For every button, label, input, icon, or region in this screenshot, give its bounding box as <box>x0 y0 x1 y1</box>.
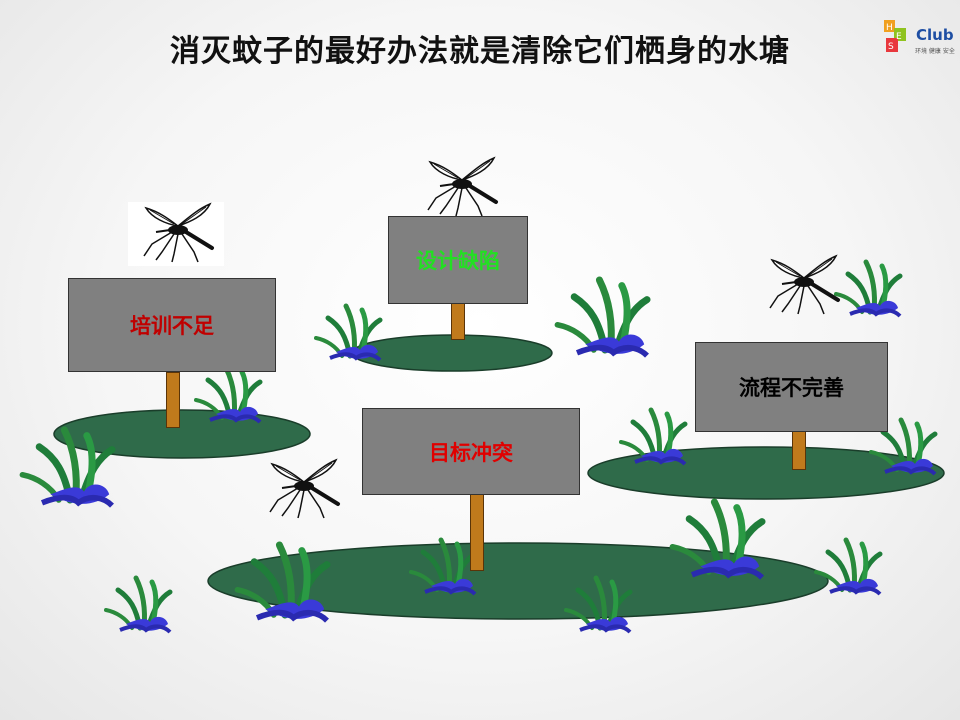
pond <box>352 335 552 371</box>
sign-post <box>792 430 806 470</box>
mosquito <box>770 256 838 314</box>
sign-process: 流程不完善 <box>695 342 888 432</box>
sign-label: 目标冲突 <box>429 437 513 467</box>
sign-design: 设计缺陷 <box>388 216 528 304</box>
sign-training: 培训不足 <box>68 278 276 372</box>
sign-label: 培训不足 <box>130 310 214 340</box>
mosquito <box>270 460 338 518</box>
sign-post <box>166 372 180 428</box>
sign-post <box>451 302 465 340</box>
sign-label: 设计缺陷 <box>416 245 500 275</box>
sign-post <box>470 493 484 571</box>
sign-goals: 目标冲突 <box>362 408 580 495</box>
sign-label: 流程不完善 <box>739 372 844 402</box>
mosquito <box>428 158 496 216</box>
